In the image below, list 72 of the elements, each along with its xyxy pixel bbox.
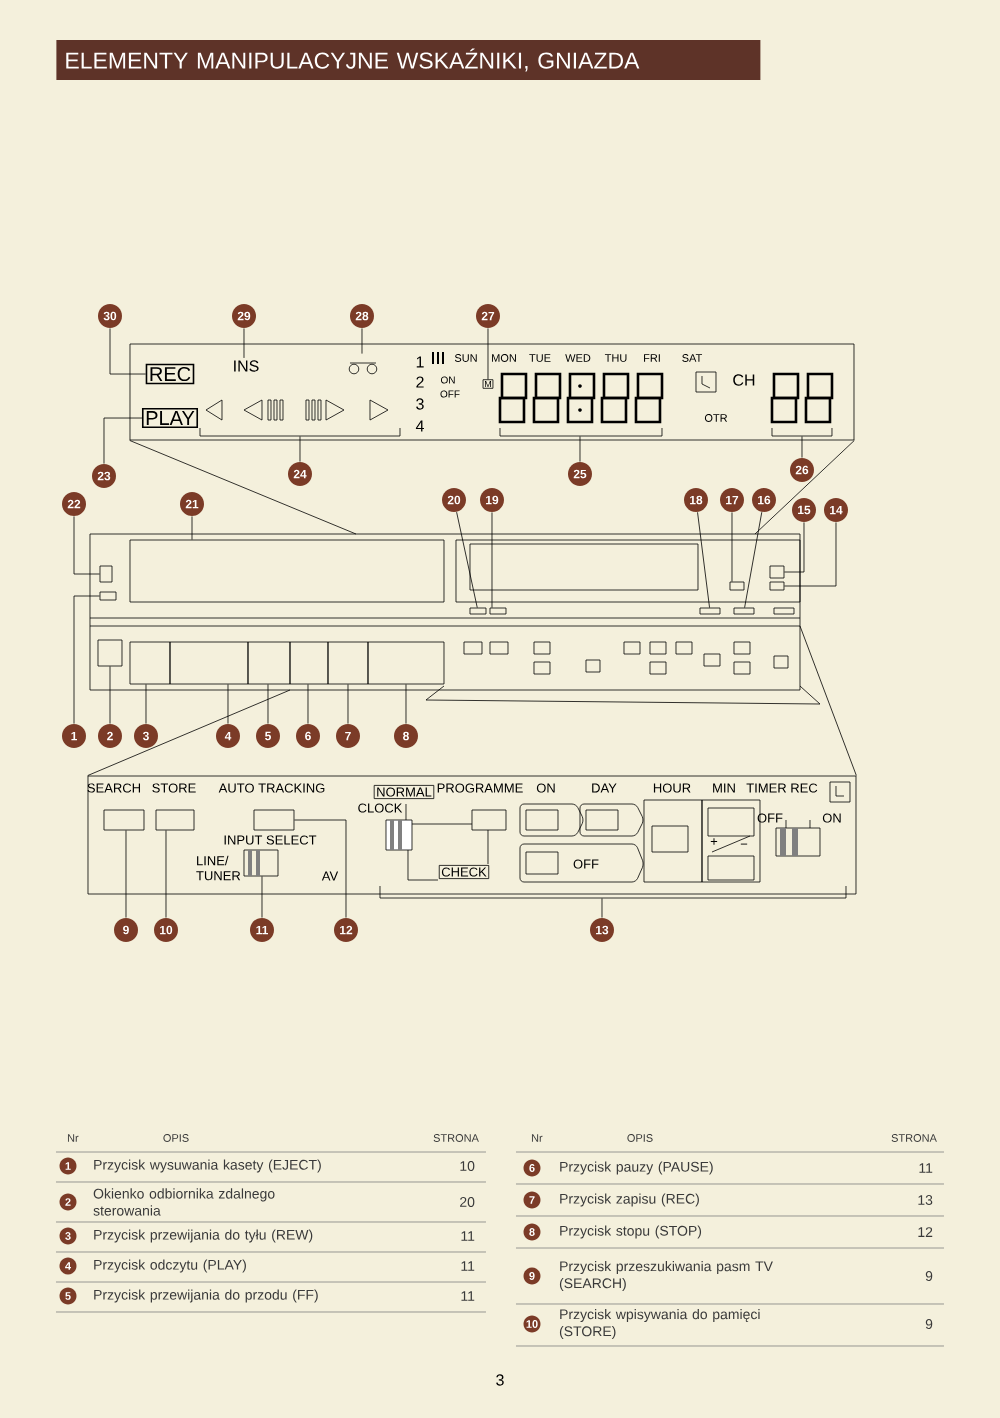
leader-line bbox=[191, 516, 193, 540]
leader-line bbox=[145, 684, 147, 724]
button bbox=[99, 591, 117, 601]
cassette-icon bbox=[348, 362, 378, 375]
indicator-text: 3 bbox=[416, 398, 424, 410]
button bbox=[733, 607, 755, 615]
leader-line bbox=[165, 830, 167, 918]
leader-line bbox=[456, 511, 478, 608]
indicator-text: 2 bbox=[416, 376, 424, 388]
bracket bbox=[771, 427, 833, 437]
indicator-text: CH bbox=[733, 374, 755, 386]
button bbox=[169, 641, 249, 685]
control-panel-drawing bbox=[87, 775, 857, 895]
projection-line bbox=[754, 440, 855, 535]
indicator-box: PLAY bbox=[141, 407, 198, 429]
bracket bbox=[379, 885, 847, 899]
leader-line bbox=[261, 876, 263, 918]
indicator-text: INS bbox=[234, 360, 259, 372]
leader-line bbox=[73, 595, 100, 724]
leader-line bbox=[801, 436, 803, 458]
button bbox=[97, 639, 123, 667]
vcr-drawing bbox=[89, 533, 821, 705]
indicator-text: 4 bbox=[415, 420, 424, 432]
button bbox=[129, 641, 171, 685]
indicator-text: 1 bbox=[416, 356, 424, 368]
leader-line bbox=[227, 684, 229, 724]
projection-line bbox=[799, 625, 857, 776]
leader-line bbox=[294, 819, 347, 918]
cassette-slot bbox=[129, 539, 445, 603]
leader-line bbox=[299, 436, 301, 462]
leader-line bbox=[243, 328, 245, 359]
button bbox=[155, 809, 195, 831]
leader-line bbox=[347, 684, 349, 724]
indicator-box: REC bbox=[145, 363, 195, 385]
leader-line bbox=[109, 328, 147, 375]
button bbox=[247, 641, 291, 685]
leader-line bbox=[487, 328, 489, 380]
leader-line bbox=[731, 512, 733, 582]
button bbox=[367, 641, 445, 685]
slide-switch bbox=[243, 849, 279, 877]
button bbox=[769, 565, 785, 579]
title-banner: ELEMENTY MANIPULACYJNE WSKAŹNIKI, GNIAZDA bbox=[56, 40, 761, 80]
leader-line bbox=[784, 522, 837, 587]
bracket bbox=[199, 427, 401, 437]
button bbox=[289, 641, 329, 685]
leader-line bbox=[744, 511, 763, 608]
page-number: 3 bbox=[496, 1374, 504, 1386]
leader-line bbox=[697, 511, 710, 608]
leader-line bbox=[109, 666, 111, 724]
button bbox=[469, 607, 487, 615]
projection-line bbox=[129, 440, 357, 535]
leader-line bbox=[579, 436, 581, 462]
leader-line bbox=[784, 522, 805, 573]
button bbox=[327, 641, 369, 685]
button bbox=[769, 581, 785, 591]
button bbox=[729, 581, 745, 591]
button bbox=[699, 607, 721, 615]
leader-line bbox=[267, 684, 269, 724]
leader-line bbox=[125, 830, 127, 918]
button bbox=[103, 809, 145, 831]
lcd-display-drawing bbox=[129, 343, 855, 441]
button bbox=[489, 607, 507, 615]
leader-line bbox=[361, 328, 363, 354]
button bbox=[99, 565, 113, 583]
leader-line bbox=[601, 898, 603, 918]
leader-line bbox=[405, 684, 407, 724]
bracket bbox=[499, 427, 663, 437]
leader-line bbox=[307, 684, 309, 724]
button bbox=[253, 809, 295, 831]
leader-line bbox=[103, 417, 143, 464]
leader-line bbox=[73, 516, 100, 575]
leader-line bbox=[491, 512, 493, 608]
